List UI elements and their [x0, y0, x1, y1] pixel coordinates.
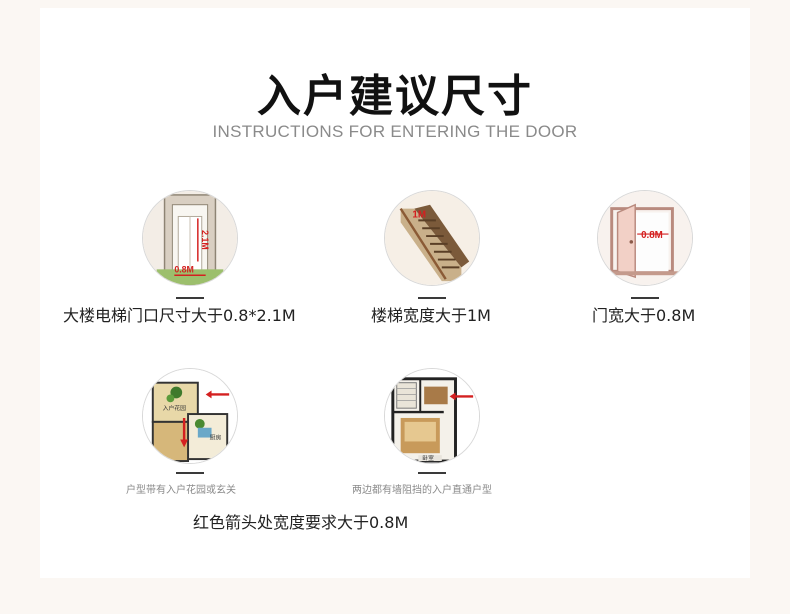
page-subtitle: INSTRUCTIONS FOR ENTERING THE DOOR	[212, 122, 578, 141]
elevator-requirement-label: 大楼电梯门口尺寸大于0.8*2.1M	[63, 306, 296, 325]
stairs-width-label: 1M	[412, 209, 426, 220]
divider-dash	[176, 297, 204, 299]
bedroom-room-label: 卧室	[422, 454, 434, 462]
elevator-height-label: 2.1M	[200, 230, 210, 250]
divider-dash	[418, 297, 446, 299]
garden-plan-caption: 户型带有入户花园或玄关	[126, 485, 236, 496]
divider-dash	[418, 472, 446, 474]
floorplan-garden-icon: 入户花园 厨房	[142, 368, 238, 464]
divider-dash	[631, 297, 659, 299]
door-icon: 0.8M	[597, 190, 693, 286]
stairs-requirement-label: 楼梯宽度大于1M	[371, 306, 491, 325]
page-title: 入户建议尺寸	[257, 71, 533, 122]
content-card: 入户建议尺寸 INSTRUCTIONS FOR ENTERING THE DOO…	[40, 8, 750, 578]
stairs-icon: 1M	[384, 190, 480, 286]
kitchen-room-label: 厨房	[210, 434, 222, 442]
bottom-note: 红色箭头处宽度要求大于0.8M	[193, 513, 409, 532]
door-width-label: 0.8M	[641, 230, 663, 241]
divider-dash	[176, 472, 204, 474]
elevator-width-label: 0.8M	[174, 264, 194, 274]
floorplan-straight-icon: 卧室	[384, 368, 480, 464]
elevator-icon: 2.1M 0.8M	[142, 190, 238, 286]
door-requirement-label: 门宽大于0.8M	[592, 306, 696, 325]
garden-room-label: 入户花园	[163, 404, 187, 412]
straight-plan-caption: 两边都有墙阻挡的入户直通户型	[352, 485, 492, 496]
